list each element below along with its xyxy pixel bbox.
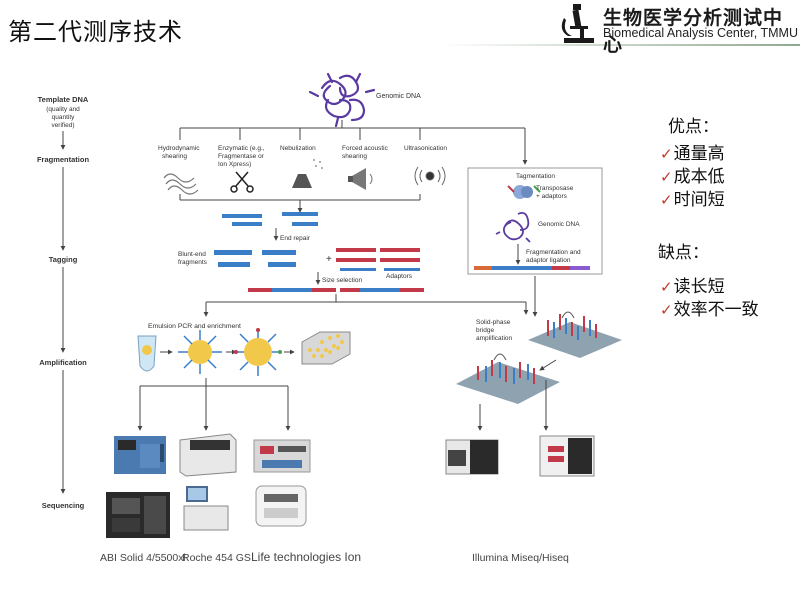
selected-fragments — [248, 288, 424, 292]
genomic-dna-small-icon — [495, 211, 531, 243]
svg-text:Enzymatic (e.g.,: Enzymatic (e.g., — [218, 145, 265, 152]
emulsion-tube-icon — [137, 335, 157, 372]
megaphone-icon — [348, 168, 373, 190]
list-item: ✓读长短 — [660, 276, 800, 299]
microscope-logo-icon — [561, 4, 594, 43]
size-selection-label: Size selection — [322, 277, 362, 284]
svg-text:bridge: bridge — [476, 327, 494, 334]
ion-proton-sequencer-icon — [253, 439, 311, 473]
bridge-arrow — [539, 359, 557, 371]
caption-abi: ABI Solid 4/5500xl — [100, 552, 186, 564]
org-name-zh: 生物医学分析测试中心 — [603, 7, 784, 56]
abi-solid-5500-sequencer-icon — [106, 492, 170, 538]
check-icon: ✓ — [660, 278, 673, 296]
illumina-hiseq-icon — [539, 435, 595, 477]
plus-sign: + — [326, 254, 332, 265]
nebulizer-icon — [292, 159, 323, 188]
svg-text:Nebulization: Nebulization — [280, 145, 316, 152]
scissors-icon — [230, 171, 254, 193]
svg-text:amplification: amplification — [476, 335, 513, 342]
svg-text:shearing: shearing — [162, 153, 187, 160]
con-item: 读长短 — [673, 277, 725, 297]
check-icon: ✓ — [660, 168, 673, 186]
check-icon: ✓ — [660, 301, 673, 319]
genomic-dna-label: Genomic DNA — [376, 93, 421, 100]
cons-list: ✓读长短 ✓效率不一致 — [660, 276, 800, 322]
ion-pgm-sequencer-icon — [255, 485, 307, 527]
list-item: ✓通量高 — [660, 143, 800, 166]
stage-template-label: Template DNA (quality and quantity verif… — [38, 95, 89, 129]
abi-solid-sequencer-icon — [114, 436, 166, 474]
svg-text:Solid-phase: Solid-phase — [476, 319, 511, 326]
adaptors-label: Adaptors — [386, 273, 413, 280]
svg-text:Forced acoustic: Forced acoustic — [342, 145, 389, 152]
ultrasonication-icon — [414, 166, 446, 186]
beaded-cluster-icon — [234, 328, 282, 376]
genomic-dna-2-label: Genomic DNA — [538, 221, 580, 228]
caption-roche: Roche 454 GS — [182, 552, 251, 564]
pro-item: 成本低 — [673, 167, 725, 187]
amplification-branches — [203, 276, 538, 317]
tagmented-fragment — [474, 266, 590, 270]
check-icon: ✓ — [660, 145, 673, 163]
tagmentation-label: Tagmentation — [516, 173, 555, 180]
bead-icon — [178, 330, 222, 374]
list-item: ✓时间短 — [660, 189, 800, 212]
blunt-end-label: Blunt-end — [178, 251, 206, 258]
transposase-label: Transposase — [536, 185, 574, 192]
pros-list: ✓通量高 ✓成本低 ✓时间短 — [660, 143, 800, 212]
blunt-end-label-2: fragments — [178, 259, 208, 266]
frag-ligation-label: Fragmentation and — [526, 249, 581, 256]
svg-text:shearing: shearing — [342, 153, 367, 160]
svg-text:Ion Xpress): Ion Xpress) — [218, 161, 251, 168]
stage-fragmentation-label: Fragmentation — [37, 155, 90, 164]
check-icon: ✓ — [660, 191, 673, 209]
slide-title: 第二代测序技术 — [8, 18, 183, 46]
blunt-end-fragments — [214, 250, 296, 267]
hydrodynamic-icon — [163, 173, 199, 195]
end-repair-label: End repair — [280, 235, 311, 242]
roche-454-junior-icon — [183, 486, 229, 531]
fragmentation-methods: Hydrodynamic shearing Enzymatic (e.g., F… — [158, 145, 447, 168]
org-name-en: Biomedical Analysis Center, TMMU — [603, 26, 798, 40]
cons-title: 缺点： — [658, 243, 709, 263]
list-item: ✓效率不一致 — [660, 299, 800, 322]
fragmentation-branches — [179, 120, 528, 165]
picotiter-plate-icon — [301, 331, 351, 365]
svg-text:Template DNA: Template DNA — [38, 95, 89, 104]
bridge-amplification-label: Solid-phase bridge amplification — [476, 319, 513, 342]
svg-text:Ultrasonication: Ultrasonication — [404, 145, 447, 152]
stage-sequencing-label: Sequencing — [42, 501, 85, 510]
illumina-miseq-icon — [445, 439, 499, 475]
frag-ligation-label-2: adaptor ligation — [526, 257, 571, 264]
collect-arrows — [179, 194, 421, 213]
transposase-label-2: + adaptors — [536, 193, 568, 200]
adaptors — [336, 248, 420, 271]
sequencing-connectors — [137, 378, 549, 431]
pros-cons-panel: 优点： ✓通量高 ✓成本低 ✓时间短 缺点： ✓读长短 ✓效率不一致 — [658, 112, 800, 322]
flow-cell-icon — [456, 311, 622, 404]
list-item: ✓成本低 — [660, 166, 800, 189]
genomic-dna-icon — [308, 72, 376, 128]
roche-454-sequencer-icon — [179, 433, 237, 477]
svg-text:quantity: quantity — [52, 114, 76, 121]
caption-life-technologies: Life technologies Ion — [251, 550, 362, 564]
emulsion-pcr-label: Emulsion PCR and enrichment — [148, 323, 241, 330]
svg-text:Fragmentase or: Fragmentase or — [218, 153, 265, 160]
caption-illumina: Illumina Miseq/Hiseq — [472, 552, 569, 564]
dna-fragments — [222, 212, 318, 226]
stage-tagging-label: Tagging — [49, 255, 78, 264]
svg-text:verified): verified) — [51, 122, 74, 129]
con-item: 效率不一致 — [673, 300, 759, 320]
transposase-icon — [507, 185, 541, 199]
svg-text:(quality and: (quality and — [46, 106, 80, 113]
pros-title: 优点： — [668, 117, 719, 137]
pro-item: 时间短 — [673, 190, 725, 210]
svg-text:Hydrodynamic: Hydrodynamic — [158, 145, 200, 152]
stage-amplification-label: Amplification — [39, 358, 87, 367]
pro-item: 通量高 — [673, 144, 725, 164]
title-divider — [440, 44, 800, 46]
